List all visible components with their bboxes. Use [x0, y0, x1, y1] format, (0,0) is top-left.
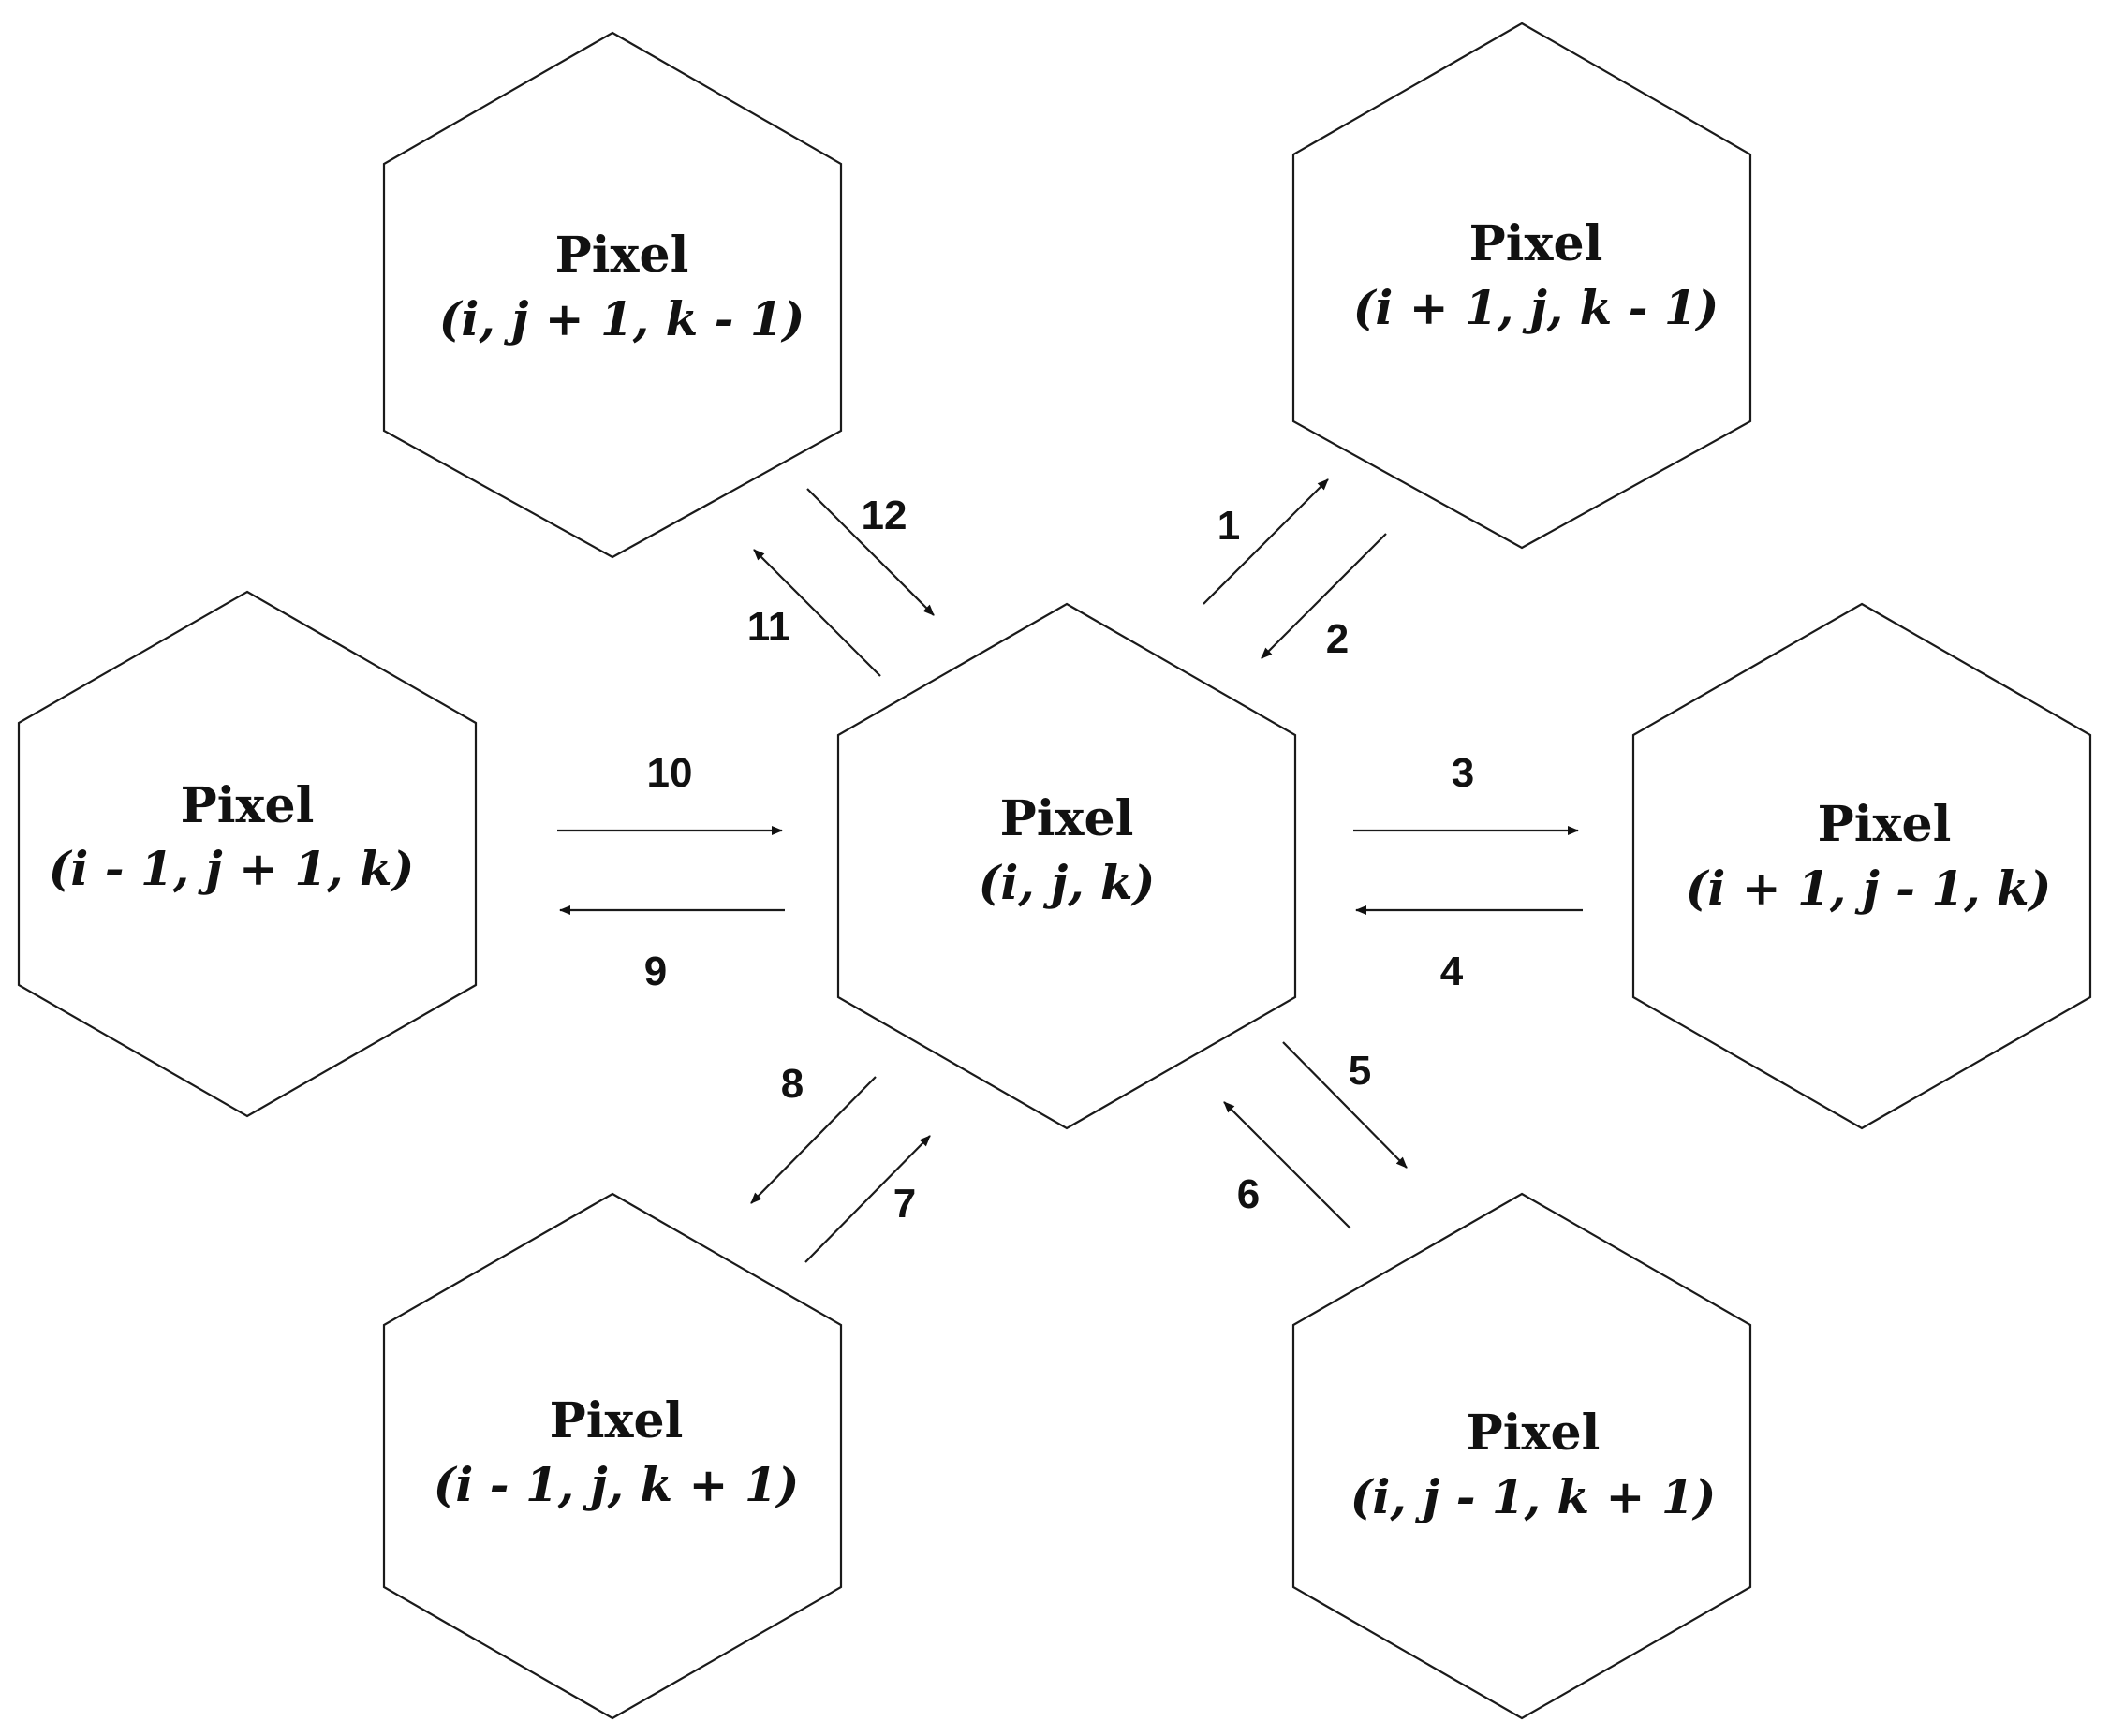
pixel-title-lower-right: Pixel	[1467, 1405, 1601, 1462]
arrow-11	[753, 549, 881, 677]
pixel-title-lower-left: Pixel	[550, 1392, 684, 1449]
arrow-label-6: 6	[1237, 1171, 1260, 1217]
arrow-label-3: 3	[1452, 750, 1474, 796]
pixel-coord-upper-left: (i, j + 1, k - 1)	[439, 291, 805, 346]
pixel-coord-upper-right: (i + 1, j, k - 1)	[1353, 280, 1719, 335]
pixel-title-upper-left: Pixel	[555, 227, 689, 284]
pixel-coord-left: (i - 1, j + 1, k)	[49, 841, 415, 896]
hex-left	[17, 590, 478, 1118]
arrow-5	[1282, 1041, 1408, 1169]
arrow-label-5: 5	[1349, 1048, 1371, 1094]
arrow-2	[1261, 533, 1387, 659]
hex-upper-left	[382, 31, 843, 559]
hex-right	[1631, 602, 2092, 1130]
hex-upper-right	[1291, 22, 1752, 550]
hex-lower-right	[1291, 1192, 1752, 1720]
arrow-label-10: 10	[647, 750, 693, 796]
pixel-title-right: Pixel	[1818, 796, 1952, 853]
pixel-title-left: Pixel	[181, 777, 315, 834]
pixel-title-upper-right: Pixel	[1469, 215, 1603, 272]
hex-lower-left	[382, 1192, 843, 1720]
pixel-coord-center: (i, j, k)	[979, 855, 1156, 910]
arrow-8	[750, 1076, 877, 1204]
pixel-title-center: Pixel	[1000, 790, 1134, 847]
arrow-label-9: 9	[644, 949, 667, 994]
arrow-7	[804, 1135, 931, 1263]
arrow-label-8: 8	[781, 1061, 804, 1107]
arrow-label-2: 2	[1326, 616, 1349, 662]
pixel-coord-lower-left: (i - 1, j, k + 1)	[434, 1457, 800, 1512]
arrow-label-12: 12	[862, 493, 907, 538]
arrow-label-7: 7	[893, 1181, 916, 1227]
pixel-coord-right: (i + 1, j - 1, k)	[1686, 861, 2052, 916]
arrow-1	[1203, 478, 1329, 605]
arrow-label-1: 1	[1217, 503, 1240, 549]
arrow-6	[1223, 1101, 1351, 1229]
arrow-label-4: 4	[1440, 949, 1464, 994]
arrow-label-11: 11	[747, 604, 791, 650]
hex-center	[836, 602, 1297, 1130]
arrow-12	[806, 488, 935, 616]
pixel-coord-lower-right: (i, j - 1, k + 1)	[1350, 1469, 1717, 1524]
